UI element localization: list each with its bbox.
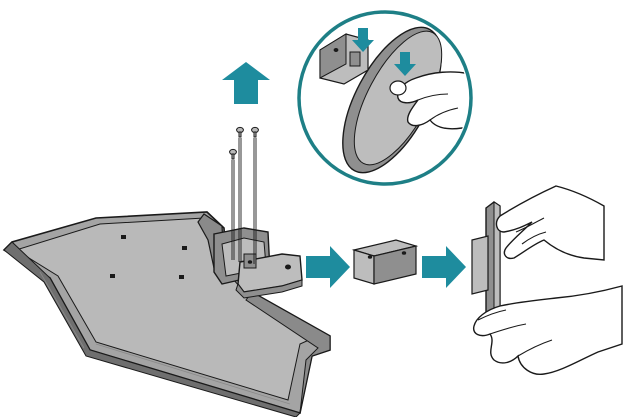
down-arrow-icon	[394, 52, 416, 76]
upper-hand-finger-line	[521, 231, 547, 245]
inset-hand-finger-line	[417, 93, 449, 101]
screw-icon	[236, 126, 244, 138]
detached-bracket-hole	[367, 255, 373, 259]
vesa-hole	[182, 246, 187, 250]
stand-neck-block	[471, 235, 489, 295]
detached-bracket-side	[373, 245, 417, 285]
lower-hand-finger-line	[477, 309, 507, 321]
detached-bracket	[351, 239, 419, 285]
panel-texture-line	[95, 343, 291, 405]
hinge-arm-side	[235, 279, 303, 299]
inset-hinge-hole	[333, 48, 339, 52]
inset-hand-finger-line	[429, 107, 459, 121]
detached-bracket-front	[353, 249, 375, 285]
inset-hand	[397, 71, 468, 130]
right-arrow-icon	[306, 246, 350, 288]
monitor-panel	[2, 211, 331, 417]
monitor-right-bezel	[245, 291, 331, 414]
hands-holding-stand	[471, 185, 623, 375]
screw-icon	[229, 148, 237, 160]
panel-texture-line	[39, 271, 85, 349]
inset-hinge-block-side	[319, 33, 347, 79]
lower-hand-finger-line	[489, 323, 527, 335]
hinge-screw-hole	[247, 260, 253, 264]
vesa-hole	[110, 274, 115, 278]
inset-thumb	[389, 80, 407, 96]
vesa-hole	[121, 235, 126, 239]
up-arrow-icon	[222, 62, 270, 104]
screw-icon	[251, 126, 259, 138]
detached-bracket-hole	[401, 251, 407, 255]
inset-detail	[297, 10, 473, 186]
upper-hand-finger-line	[515, 217, 545, 233]
vesa-hole	[179, 275, 184, 279]
upper-hand	[495, 185, 605, 261]
hinge-arm-hole	[285, 264, 291, 270]
inset-latch-tab	[349, 51, 361, 67]
lower-hand-finger-line	[517, 339, 553, 357]
down-arrow-icon	[352, 28, 374, 52]
screws-group	[229, 126, 259, 264]
right-arrow-icon	[422, 246, 466, 288]
